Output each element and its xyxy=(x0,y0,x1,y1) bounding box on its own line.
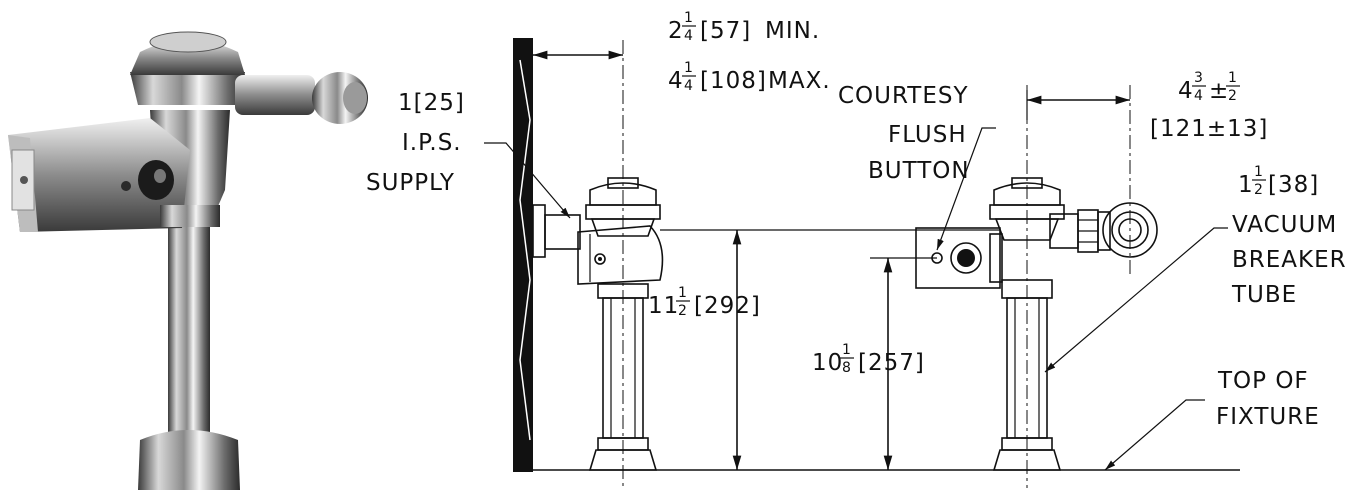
svg-text:[121±13]: [121±13] xyxy=(1150,116,1268,142)
svg-text:3: 3 xyxy=(1194,70,1203,86)
svg-text:VACUUM: VACUUM xyxy=(1232,212,1337,238)
svg-text:FIXTURE: FIXTURE xyxy=(1216,404,1320,430)
svg-text:2: 2 xyxy=(668,18,684,44)
svg-text:1: 1 xyxy=(1238,172,1254,198)
svg-text:11: 11 xyxy=(648,293,679,319)
svg-text:1: 1 xyxy=(678,285,687,301)
svg-text:4: 4 xyxy=(1178,78,1194,104)
side-view-valve xyxy=(532,40,664,488)
svg-text:4: 4 xyxy=(684,28,693,44)
svg-text:1[25]: 1[25] xyxy=(398,90,465,116)
svg-text:4: 4 xyxy=(1194,88,1203,104)
label-height-b: 10 1 8 [257] xyxy=(812,342,925,376)
svg-text:2: 2 xyxy=(1228,88,1237,104)
svg-text:4: 4 xyxy=(684,78,693,94)
label-top-of-fixture: TOP OF FIXTURE xyxy=(1216,368,1320,430)
svg-text:2: 2 xyxy=(678,303,687,319)
label-vacuum-breaker: 1 1 2 [38] VACUUM BREAKER TUBE xyxy=(1231,164,1347,308)
svg-text:1: 1 xyxy=(842,342,851,358)
svg-text:2: 2 xyxy=(1254,182,1263,198)
svg-text:TOP OF: TOP OF xyxy=(1217,368,1309,394)
label-courtesy-button: COURTESY FLUSH BUTTON xyxy=(838,83,970,184)
svg-text:1: 1 xyxy=(1254,164,1263,180)
dimension-lines xyxy=(484,50,1228,471)
svg-text:BREAKER: BREAKER xyxy=(1232,247,1347,273)
wall xyxy=(513,38,533,472)
svg-text:MIN.: MIN. xyxy=(765,18,820,44)
label-spud-offset: 4 3 4 ± 1 2 [121±13] xyxy=(1150,70,1268,142)
svg-text:1: 1 xyxy=(684,60,693,76)
svg-text:FLUSH: FLUSH xyxy=(888,122,967,148)
svg-text:1: 1 xyxy=(684,10,693,26)
svg-text:[292]: [292] xyxy=(694,293,761,319)
svg-text:10: 10 xyxy=(812,350,843,376)
flush-valve-photo xyxy=(8,31,368,490)
svg-text:SUPPLY: SUPPLY xyxy=(366,170,455,196)
svg-text:[108]: [108] xyxy=(700,68,767,94)
label-wall-offset: 2 1 4 [57] MIN. 4 1 4 [108] MAX. xyxy=(668,10,831,94)
svg-text:COURTESY: COURTESY xyxy=(838,83,969,109)
front-view-valve xyxy=(915,85,1158,488)
svg-text:±: ± xyxy=(1209,78,1229,104)
label-supply: 1[25] I.P.S. SUPPLY xyxy=(366,90,465,196)
svg-text:I.P.S.: I.P.S. xyxy=(402,130,462,156)
svg-text:[57]: [57] xyxy=(700,18,751,44)
svg-text:4: 4 xyxy=(668,68,684,94)
svg-text:8: 8 xyxy=(842,360,851,376)
svg-text:MAX.: MAX. xyxy=(768,68,831,94)
svg-text:1: 1 xyxy=(1228,70,1237,86)
label-height-a: 11 1 2 [292] xyxy=(648,285,761,319)
svg-text:[38]: [38] xyxy=(1268,172,1319,198)
svg-text:BUTTON: BUTTON xyxy=(868,158,970,184)
svg-text:[257]: [257] xyxy=(858,350,925,376)
svg-text:TUBE: TUBE xyxy=(1231,282,1297,308)
